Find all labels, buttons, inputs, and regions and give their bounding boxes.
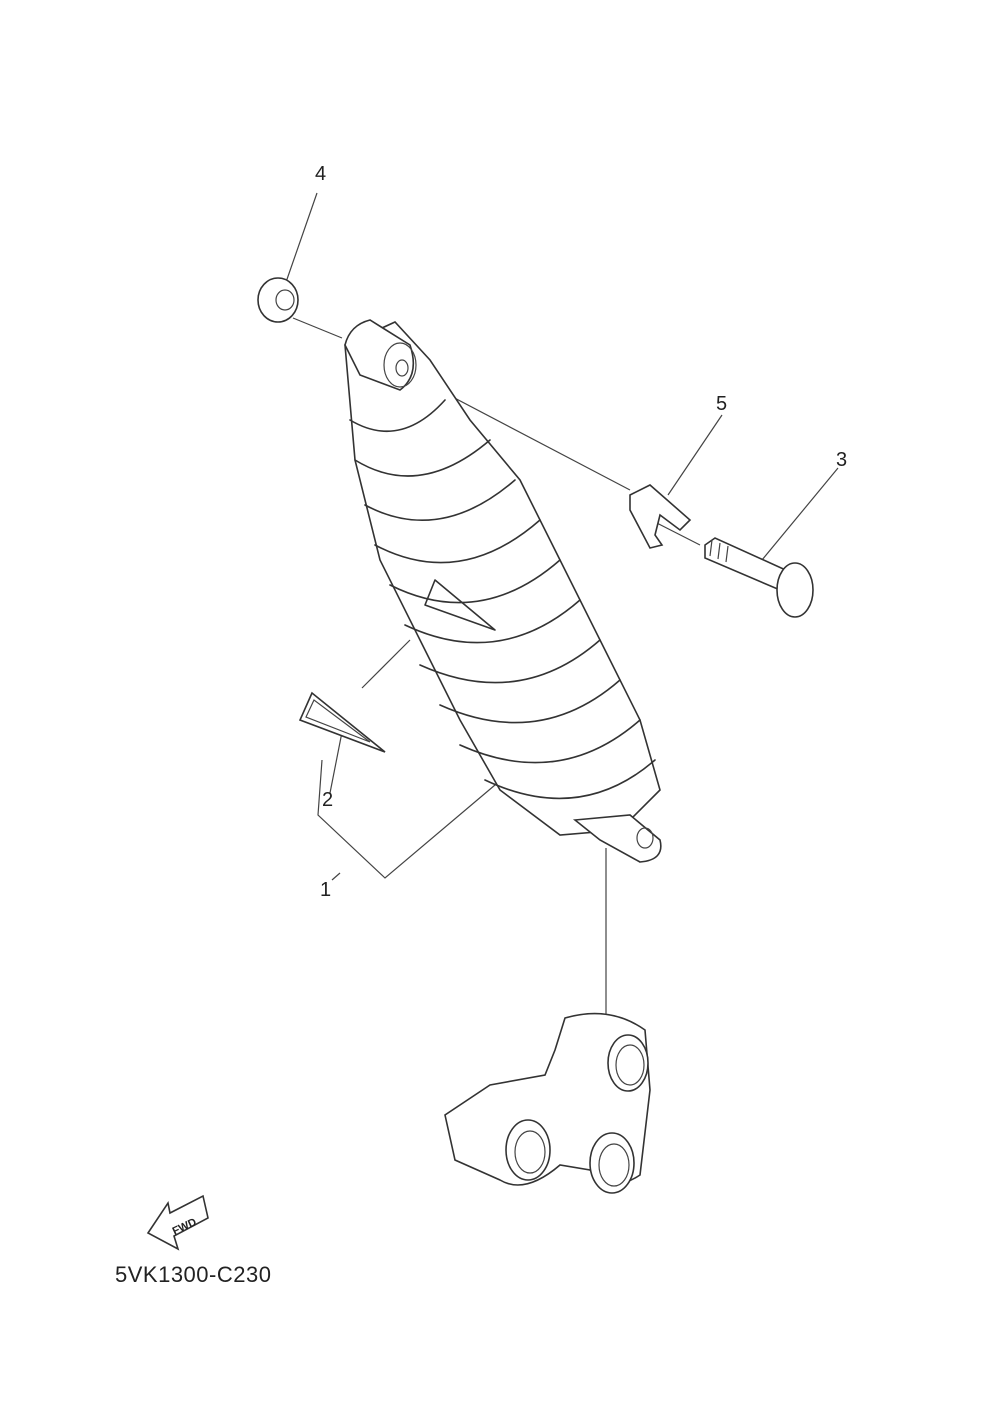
leader-1: [317, 759, 496, 879]
warning-label-part: [298, 691, 386, 753]
leader-3: [761, 467, 839, 561]
leader-2: [329, 726, 344, 794]
relay-arm-part: [444, 1012, 651, 1194]
callout-4: 4: [315, 163, 327, 185]
fwd-arrow-icon: FWD: [146, 1194, 209, 1251]
drawing-code: 5VK1300-C230: [115, 1262, 272, 1287]
bolt-part: [704, 537, 814, 618]
callout-2: 2: [322, 789, 334, 811]
callout-5: 5: [716, 393, 728, 415]
nut-part: [257, 277, 299, 323]
callout-3: 3: [836, 449, 848, 471]
shock-absorber-part: [344, 319, 662, 863]
callout-1: 1: [320, 879, 332, 901]
clip-part: [629, 484, 692, 549]
leader-4: [284, 192, 318, 286]
leader-5: [667, 414, 723, 496]
